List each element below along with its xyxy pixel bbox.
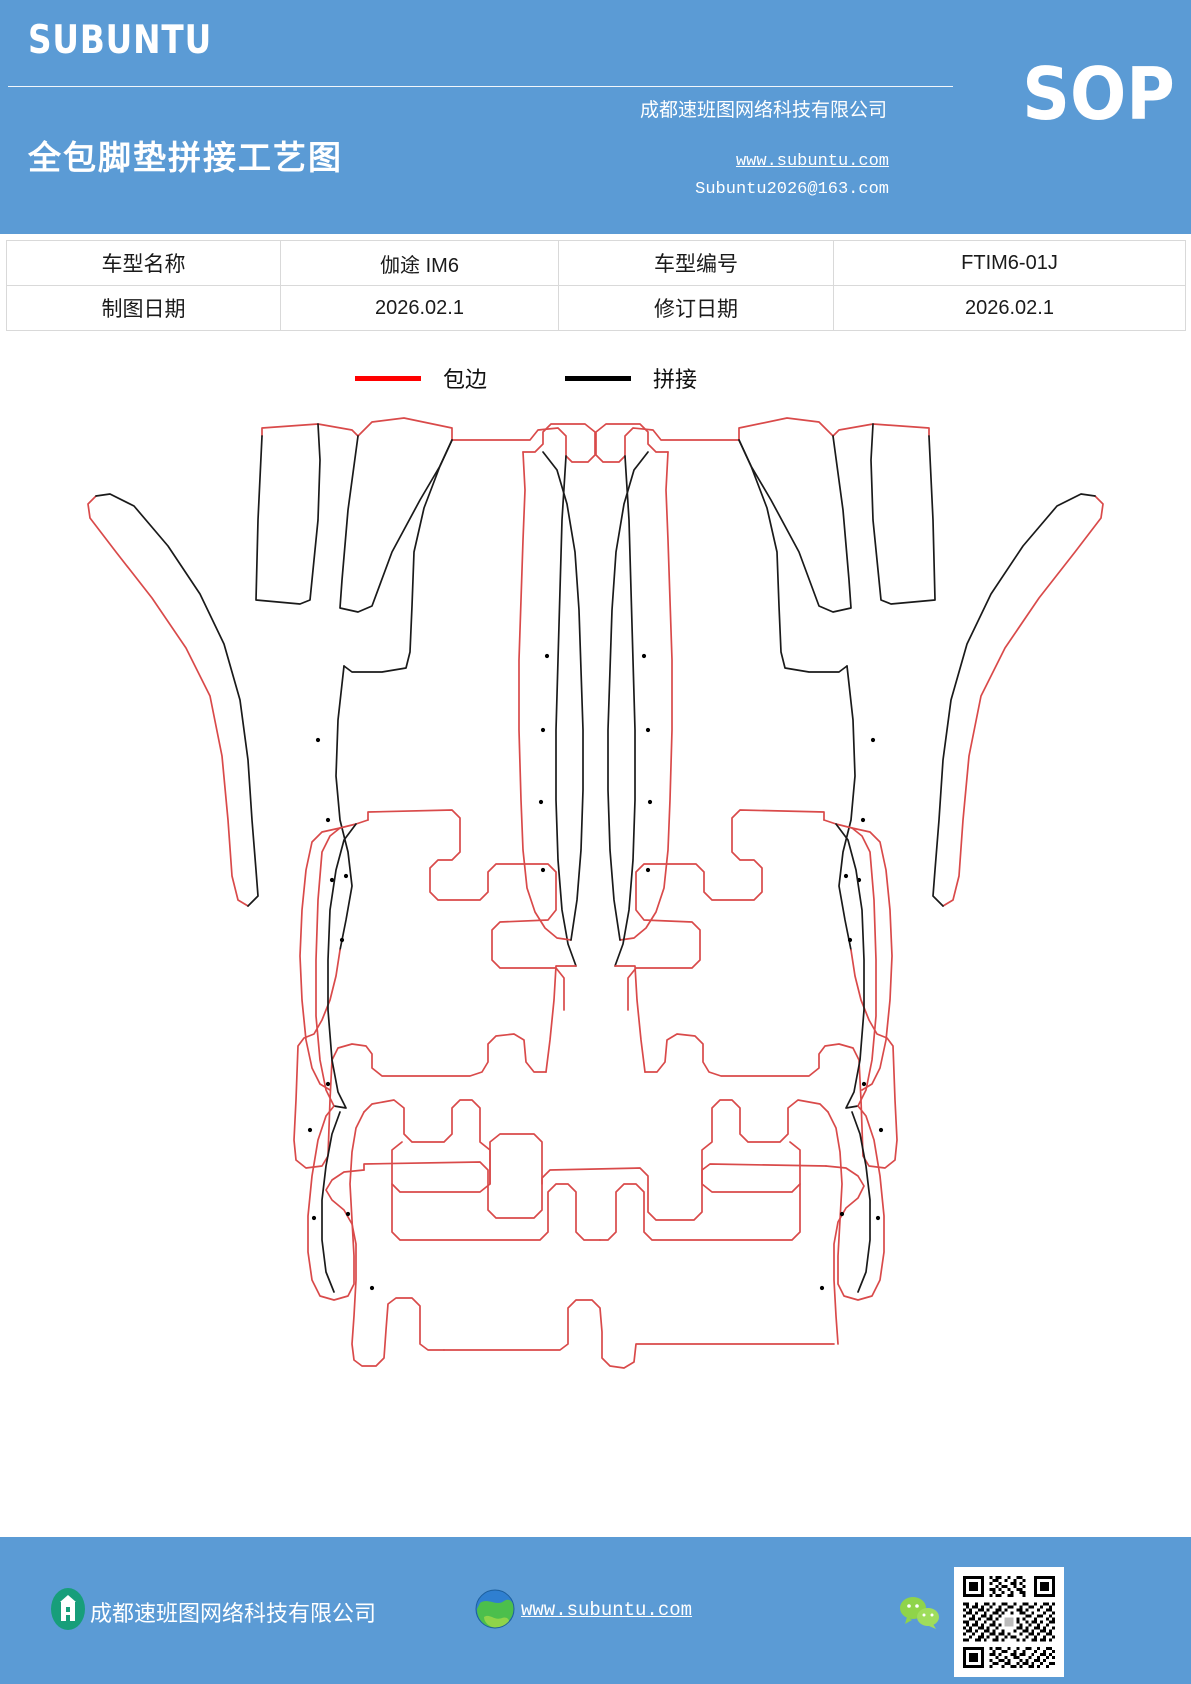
- sop-badge: SOP: [1022, 52, 1175, 136]
- brand-logo: SUBUNTU: [28, 18, 213, 63]
- wechat-icon: [900, 1597, 939, 1629]
- front-right-mat: [518, 417, 1104, 1169]
- building-icon: [51, 1588, 85, 1630]
- header-company-name: 成都速班图网络科技有限公司: [639, 100, 887, 121]
- cell-revision-date-label: 修订日期: [558, 285, 834, 331]
- cell-model-name-value: 伽途 IM6: [280, 240, 559, 286]
- table-row: 制图日期 2026.02.1 修订日期 2026.02.1: [6, 285, 1186, 331]
- second-row-mat: [299, 809, 893, 1301]
- cell-model-code-value: FTIM6-01J: [833, 240, 1186, 286]
- footer-company-name: 成都速班图网络科技有限公司: [90, 1601, 377, 1626]
- cell-draw-date-label: 制图日期: [6, 285, 281, 331]
- legend-item-splice: 拼接: [565, 362, 697, 394]
- cell-model-code-label: 车型编号: [558, 240, 834, 286]
- cell-model-name-label: 车型名称: [6, 240, 281, 286]
- table-row: 车型名称 伽途 IM6 车型编号 FTIM6-01J: [6, 240, 1186, 286]
- floor-mat-drawing: [0, 400, 1191, 1535]
- red-line-swatch-icon: [355, 375, 421, 381]
- document-title: 全包脚垫拼接工艺图: [28, 139, 343, 176]
- vehicle-info-table: 车型名称 伽途 IM6 车型编号 FTIM6-01J 制图日期 2026.02.…: [6, 240, 1186, 331]
- globe-icon: [475, 1589, 515, 1629]
- black-line-swatch-icon: [565, 375, 631, 381]
- legend-item-binding: 包边: [355, 362, 487, 394]
- footer-website-link[interactable]: www.subuntu.com: [521, 1599, 693, 1621]
- page-header: SUBUNTU 全包脚垫拼接工艺图 成都速班图网络科技有限公司 www.subu…: [0, 0, 1191, 234]
- third-row-mat: [325, 1161, 865, 1369]
- page-footer: 成都速班图网络科技有限公司 www.subuntu.com: [0, 1537, 1191, 1684]
- legend-label-splice: 拼接: [653, 367, 698, 392]
- legend: 包边 拼接: [0, 362, 1191, 394]
- cell-draw-date-value: 2026.02.1: [280, 285, 559, 331]
- legend-label-binding: 包边: [443, 367, 488, 392]
- stitch-markers: [307, 653, 653, 1133]
- header-email[interactable]: Subuntu2026@163.com: [695, 180, 889, 199]
- header-divider: [8, 86, 953, 87]
- header-website-link[interactable]: www.subuntu.com: [735, 152, 889, 171]
- front-left-mat: [87, 417, 673, 1169]
- qr-code: [954, 1567, 1064, 1677]
- cell-revision-date-value: 2026.02.1: [833, 285, 1186, 331]
